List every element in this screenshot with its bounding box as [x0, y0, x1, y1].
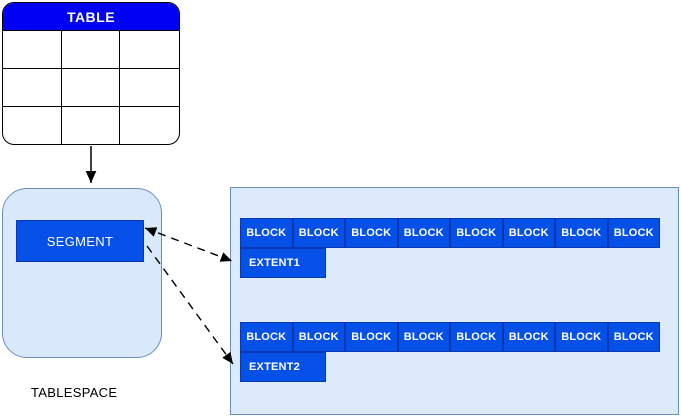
block-cell: BLOCK — [397, 322, 450, 352]
block-cell: BLOCK — [345, 322, 398, 352]
table-header: TABLE — [3, 3, 179, 31]
block-cell: BLOCK — [240, 322, 293, 352]
block-cell: BLOCK — [607, 218, 660, 248]
table-cell — [3, 69, 62, 107]
table-title: TABLE — [66, 8, 116, 25]
extent1-block-row: BLOCK BLOCK BLOCK BLOCK BLOCK BLOCK BLOC… — [240, 218, 660, 248]
table-cell — [120, 107, 179, 144]
tablespace-container: SEGMENT — [2, 188, 162, 358]
extent1-box: EXTENT1 — [240, 248, 326, 278]
table-cell — [120, 31, 179, 69]
block-cell: BLOCK — [502, 322, 555, 352]
block-cell: BLOCK — [292, 218, 345, 248]
table-cell — [3, 107, 62, 144]
table-cell — [61, 69, 121, 107]
block-cell: BLOCK — [555, 322, 608, 352]
block-cell: BLOCK — [292, 322, 345, 352]
table-grid — [3, 31, 179, 144]
extent2-box: EXTENT2 — [240, 352, 326, 382]
tablespace-label: TABLESPACE — [31, 385, 118, 400]
block-cell: BLOCK — [345, 218, 398, 248]
segment-box: SEGMENT — [16, 220, 144, 262]
table-cell — [62, 107, 121, 144]
table-cell — [61, 31, 121, 69]
block-cell: BLOCK — [555, 218, 608, 248]
block-cell: BLOCK — [450, 322, 503, 352]
extent2-block-row: BLOCK BLOCK BLOCK BLOCK BLOCK BLOCK BLOC… — [240, 322, 660, 352]
block-cell: BLOCK — [240, 218, 293, 248]
table-cell — [120, 69, 179, 107]
block-cell: BLOCK — [397, 218, 450, 248]
block-cell: BLOCK — [607, 322, 660, 352]
table-shape: TABLE — [2, 2, 180, 145]
block-cell: BLOCK — [502, 218, 555, 248]
block-cell: BLOCK — [450, 218, 503, 248]
extents-panel: BLOCK BLOCK BLOCK BLOCK BLOCK BLOCK BLOC… — [230, 187, 679, 415]
table-cell — [3, 31, 62, 69]
